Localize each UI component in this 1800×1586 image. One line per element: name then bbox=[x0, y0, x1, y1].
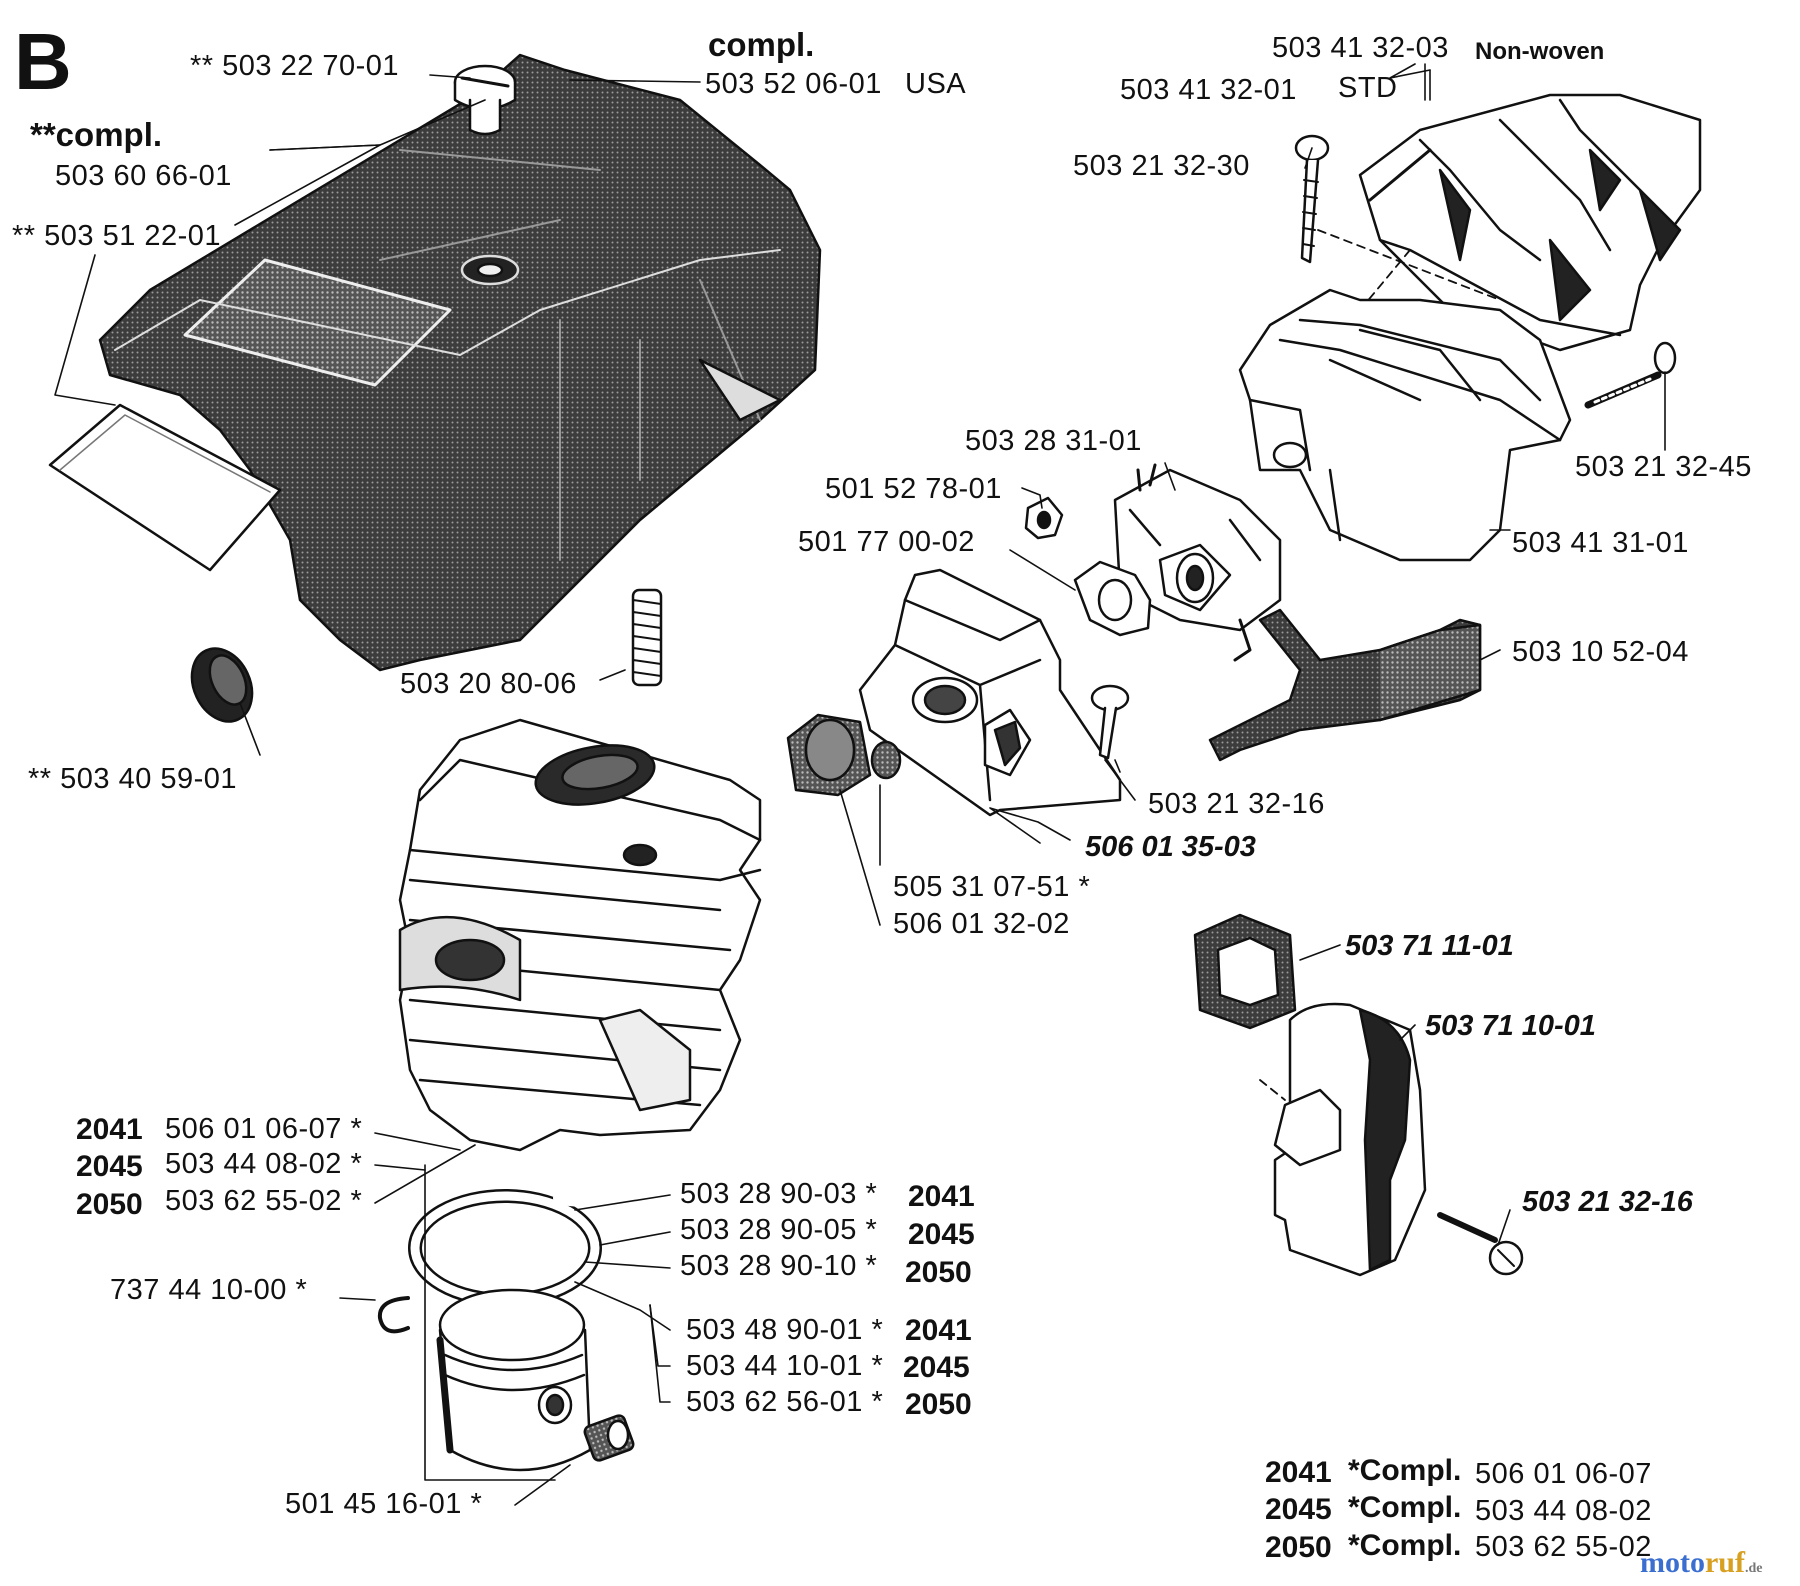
usa-label: USA bbox=[905, 68, 967, 100]
screw-icon-2 bbox=[1090, 684, 1130, 760]
legend-part-number: 506 01 06-07 bbox=[1475, 1458, 1652, 1490]
grommet-icon bbox=[190, 647, 254, 723]
legend-compl: *Compl. bbox=[1348, 1529, 1462, 1562]
part-number-label: 503 60 66-01 bbox=[55, 160, 232, 192]
model-label: 2050 bbox=[76, 1188, 143, 1221]
part-number-label: 503 41 31-01 bbox=[1512, 527, 1689, 559]
legend-part-number: 503 62 55-02 bbox=[1475, 1531, 1652, 1563]
cylinder-cover-icon bbox=[98, 53, 822, 672]
watermark-part: moto bbox=[1640, 1546, 1705, 1579]
model-label: 2045 bbox=[908, 1218, 975, 1251]
long-screw-icon bbox=[1584, 341, 1677, 409]
part-number-label: 501 52 78-01 bbox=[825, 473, 1002, 505]
part-number-label: 503 21 32-16 bbox=[1148, 788, 1325, 820]
std-label: STD bbox=[1338, 72, 1398, 104]
part-number-label: 503 28 90-10 * bbox=[680, 1250, 878, 1282]
model-label: 2045 bbox=[903, 1351, 970, 1384]
compl-label-2: **compl. bbox=[30, 116, 163, 153]
needle-bearing-icon bbox=[583, 1414, 635, 1462]
model-label: 2041 bbox=[905, 1314, 972, 1347]
model-label: 2045 bbox=[76, 1150, 143, 1183]
screw-icon-3 bbox=[1437, 1212, 1524, 1276]
part-number-label: 503 62 56-01 * bbox=[686, 1386, 884, 1418]
part-number-label: 506 01 35-03 bbox=[1085, 831, 1256, 863]
part-number-label: 503 41 32-03 bbox=[1272, 32, 1449, 64]
section-letter: B bbox=[14, 17, 72, 106]
cylinder-icon bbox=[398, 718, 762, 1152]
stud-icon bbox=[631, 588, 663, 687]
part-number-label: 503 48 90-01 * bbox=[686, 1314, 884, 1346]
piston-ring-icon bbox=[408, 1189, 602, 1307]
model-label: 2050 bbox=[905, 1388, 972, 1421]
watermark-part: ruf bbox=[1704, 1546, 1745, 1579]
watermark-logo: motoruf.de bbox=[1640, 1546, 1762, 1580]
part-number-label: 737 44 10-00 * bbox=[110, 1274, 308, 1306]
part-number-label: 503 44 08-02 * bbox=[165, 1148, 363, 1180]
gasket-icon bbox=[1073, 560, 1152, 637]
part-number-label: 503 28 90-03 * bbox=[680, 1178, 878, 1210]
cover-part-number: 503 52 06-01 bbox=[705, 68, 882, 100]
part-number-label: 506 01 32-02 bbox=[893, 908, 1070, 940]
compl-label: compl. bbox=[708, 26, 815, 63]
legend-model: 2041 bbox=[1265, 1456, 1332, 1489]
part-number-label: ** 503 22 70-01 bbox=[190, 50, 400, 82]
part-number-label: 503 20 80-06 bbox=[400, 668, 577, 700]
part-number-label: 503 71 11-01 bbox=[1345, 930, 1514, 962]
part-number-label: 503 41 32-01 bbox=[1120, 74, 1297, 106]
part-number-label: 503 44 10-01 * bbox=[686, 1350, 884, 1382]
screw-icon bbox=[1294, 134, 1330, 264]
part-number-label: 503 21 32-45 bbox=[1575, 451, 1752, 483]
part-number-label: 503 21 32-30 bbox=[1073, 150, 1250, 182]
piston-icon bbox=[436, 1288, 592, 1472]
part-number-label: 503 21 32-16 bbox=[1522, 1186, 1693, 1218]
legend-compl: *Compl. bbox=[1348, 1491, 1462, 1524]
model-label: 2041 bbox=[908, 1180, 975, 1213]
model-label: 2050 bbox=[905, 1256, 972, 1289]
legend-model: 2050 bbox=[1265, 1531, 1332, 1564]
model-label: 2041 bbox=[76, 1113, 143, 1146]
watermark-part: .de bbox=[1744, 1561, 1763, 1576]
part-number-label: 503 28 90-05 * bbox=[680, 1214, 878, 1246]
legend-model: 2045 bbox=[1265, 1493, 1332, 1526]
legend-part-number: 503 44 08-02 bbox=[1475, 1495, 1652, 1527]
nonwoven-label: Non-woven bbox=[1475, 38, 1605, 65]
part-number-label: 503 28 31-01 bbox=[965, 425, 1142, 457]
air-filter-icon bbox=[1358, 93, 1702, 352]
leader-lines bbox=[54, 63, 1666, 1506]
legend-compl: *Compl. bbox=[1348, 1454, 1462, 1487]
part-number-label: ** 503 51 22-01 bbox=[12, 220, 222, 252]
part-number-label: 506 01 06-07 * bbox=[165, 1113, 363, 1145]
part-number-label: ** 503 40 59-01 bbox=[28, 763, 238, 795]
part-number-label: 503 10 52-04 bbox=[1512, 636, 1689, 668]
part-number-label: 501 45 16-01 * bbox=[285, 1488, 483, 1520]
buffer-icon bbox=[1259, 1002, 1427, 1277]
part-number-label: 501 77 00-02 bbox=[798, 526, 975, 558]
filter-pad-icon bbox=[48, 403, 282, 572]
part-number-label: 503 62 55-02 * bbox=[165, 1185, 363, 1217]
circlip-icon bbox=[377, 1296, 410, 1334]
rod-icon bbox=[1208, 608, 1482, 762]
rubber-grommet-icon bbox=[1193, 913, 1297, 1030]
intake-manifold-icon bbox=[858, 568, 1122, 817]
bushing-icon bbox=[786, 713, 902, 797]
filter-housing-icon bbox=[1238, 288, 1572, 562]
part-number-label: 503 71 10-01 bbox=[1425, 1010, 1596, 1042]
carburetor-icon bbox=[1113, 463, 1282, 662]
nut-icon bbox=[1024, 496, 1064, 540]
part-number-label: 505 31 07-51 * bbox=[893, 871, 1091, 903]
